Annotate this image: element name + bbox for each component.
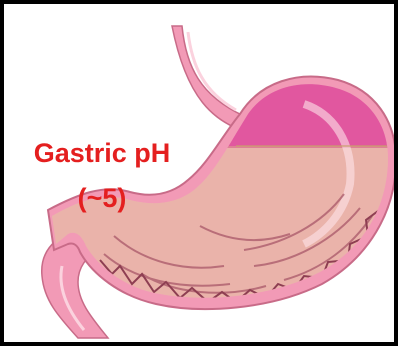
stomach-illustration bbox=[4, 4, 394, 342]
acid-layer bbox=[4, 64, 394, 148]
gastric-ph-label: Gastric pH bbox=[14, 138, 190, 168]
gastric-ph-value: (~5) bbox=[14, 183, 190, 213]
